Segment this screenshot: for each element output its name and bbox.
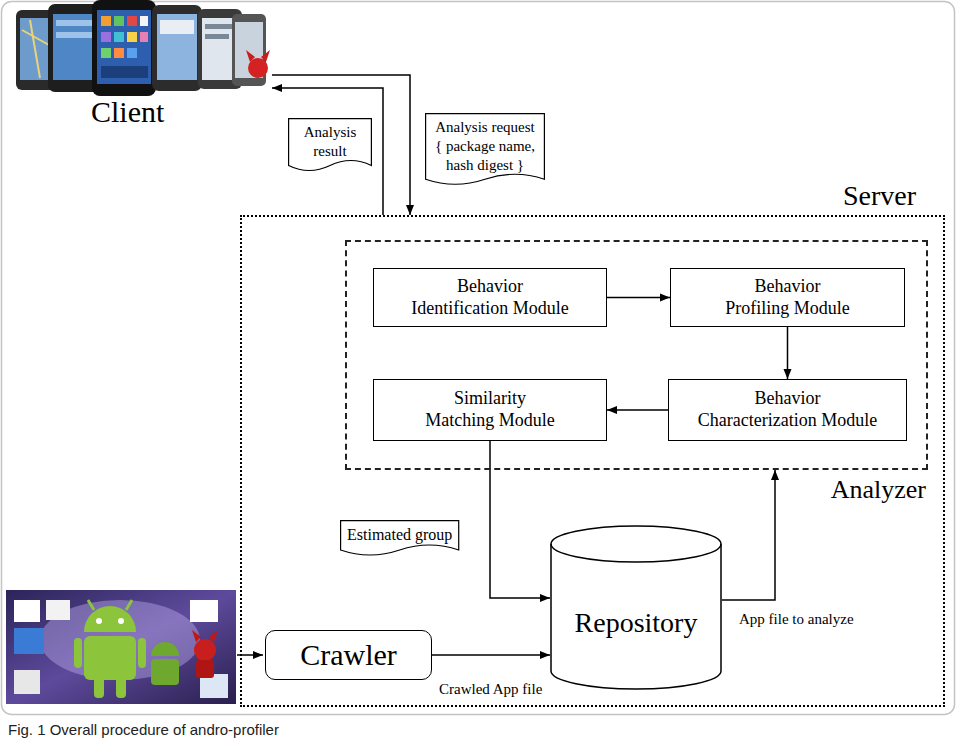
figure-caption: Fig. 1 Overall procedure of andro-profil… [8, 721, 279, 738]
app-icon [140, 32, 148, 42]
process-box: Behavior Identification Module [373, 268, 607, 327]
screen-bar [205, 34, 229, 39]
flow-arrow [272, 75, 410, 215]
process-box: Behavior Characterization Module [668, 379, 907, 441]
document-outline [289, 119, 372, 171]
flow-label: App file to analyze [739, 610, 854, 628]
analyzer-region: AnalyzerBehavior Identification ModuleBe… [345, 240, 928, 470]
app-tile [14, 628, 44, 654]
android-eye [96, 618, 102, 624]
document-outline [426, 114, 545, 185]
region-label: Server [242, 181, 943, 212]
document-note: Analysis result [288, 118, 372, 175]
app-icon [140, 16, 148, 26]
module-name: Similarity Matching Module [420, 388, 560, 431]
android-arm [138, 638, 146, 668]
process-name: Crawler [300, 637, 397, 673]
android-body [84, 636, 136, 680]
flow-label: Crawled App file [439, 680, 542, 698]
storage-name: Repository [575, 606, 698, 640]
app-icon [127, 16, 137, 26]
screen-widget [160, 20, 194, 34]
flow-arrow [787, 327, 789, 379]
phone-screen [157, 14, 197, 80]
phone-screen [97, 10, 151, 84]
figure-frame [2, 2, 955, 715]
android-market-illustration [6, 590, 236, 704]
app-icon [127, 32, 137, 42]
client-label: Client [91, 95, 164, 128]
flow-label: Analysis result [295, 123, 365, 161]
app-icon [114, 16, 124, 26]
module-name: Behavior Identification Module [409, 276, 571, 319]
cylinder-body [551, 526, 721, 689]
app-icon [127, 48, 137, 58]
app-icon [114, 32, 124, 42]
market-background [6, 590, 236, 704]
screen-bar [56, 32, 94, 38]
android-head [84, 606, 136, 632]
devil-head [194, 639, 216, 661]
android-head [151, 642, 179, 656]
phone-body [92, 0, 156, 96]
repository-cylinder: Repository [550, 525, 722, 690]
app-tile [190, 600, 218, 622]
android-leg [94, 676, 104, 698]
cylinder-rim [551, 544, 721, 562]
android-eye [118, 618, 124, 624]
phones-illustration [16, 0, 270, 96]
app-icon [101, 32, 111, 42]
flow-arrow [272, 88, 383, 215]
devil-head [248, 58, 268, 78]
flow-label: Analysis request { package name, hash di… [432, 118, 538, 174]
flow-arrow [607, 409, 668, 411]
android-leg [116, 676, 126, 698]
phone-body [152, 5, 202, 91]
flow-arrow [490, 441, 550, 598]
flow-label: Estimated group [347, 525, 452, 545]
app-icon [114, 48, 124, 58]
document-note: Analysis request { package name, hash di… [425, 113, 545, 188]
devil-body [196, 660, 214, 678]
dock-bar [101, 66, 148, 78]
app-tile [14, 600, 40, 622]
client-devices: Client [15, 0, 272, 128]
edge-label: Crawled App file [437, 680, 544, 698]
app-icon [101, 48, 111, 58]
edge-label: App file to analyze [737, 610, 856, 628]
flow-arrow [432, 654, 550, 656]
module-name: Behavior Characterization Module [695, 388, 880, 431]
android-body [151, 659, 179, 685]
process-box: Similarity Matching Module [373, 379, 607, 441]
app-tile [14, 670, 40, 694]
server-region: ServerAnalyzerBehavior Identification Mo… [240, 215, 945, 707]
region-label: Analyzer [347, 476, 926, 505]
flow-arrow [607, 297, 670, 299]
flow-arrow [722, 470, 775, 600]
screen-bar [205, 24, 235, 29]
android-arm [74, 638, 82, 668]
phone-screen [53, 14, 97, 80]
module-name: Behavior Profiling Module [723, 276, 852, 319]
app-tile [46, 600, 70, 620]
document-outline [341, 521, 459, 555]
android-antenna [88, 600, 132, 610]
crawler-box: Crawler [265, 630, 432, 680]
document-note: Estimated group [340, 520, 459, 559]
app-icon [101, 16, 111, 26]
process-box: Behavior Profiling Module [670, 268, 905, 327]
screen-bar [56, 20, 94, 26]
